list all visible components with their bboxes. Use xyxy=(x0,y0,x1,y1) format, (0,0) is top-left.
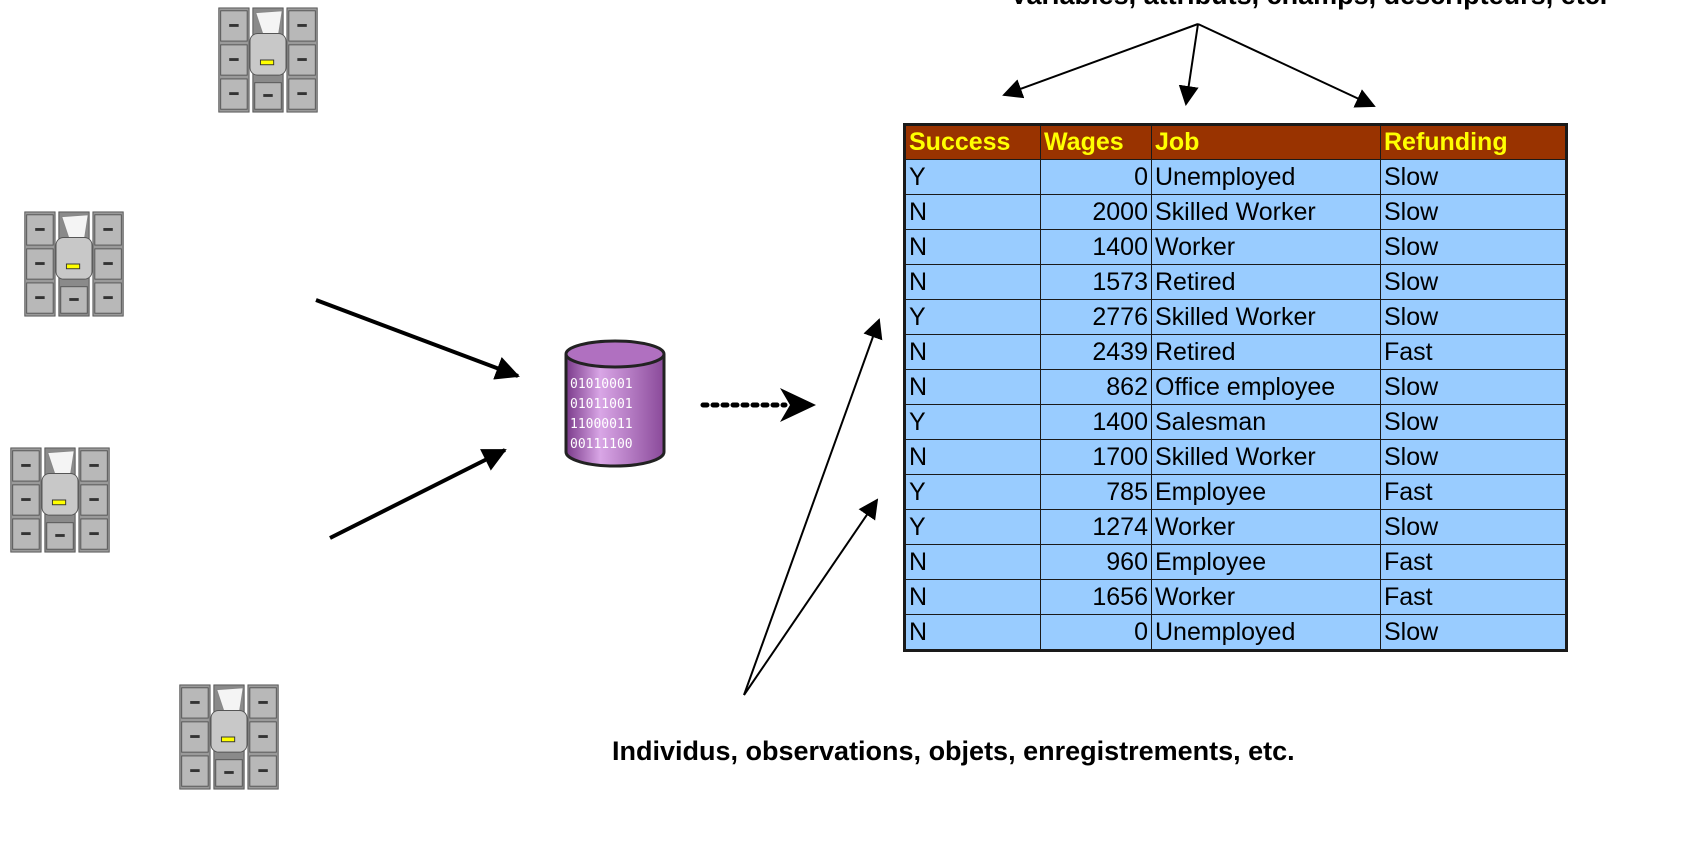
cell-wages: 862 xyxy=(1040,369,1152,405)
cell-success: N xyxy=(904,229,1041,265)
filing-cabinet-icon xyxy=(218,7,318,113)
arrow-cabinet-to-db-1 xyxy=(315,298,520,380)
arrow-cabinet-to-db-2 xyxy=(329,448,507,540)
cell-job: Unemployed xyxy=(1151,159,1381,195)
cell-wages: 0 xyxy=(1040,159,1152,195)
cell-success: Y xyxy=(904,404,1041,440)
arrow-variables-1 xyxy=(1002,23,1199,99)
arrow-individus-2 xyxy=(743,498,879,696)
cell-wages: 2000 xyxy=(1040,194,1152,230)
cell-success: N xyxy=(904,334,1041,370)
column-header-refunding: Refunding xyxy=(1380,124,1567,160)
cell-wages: 0 xyxy=(1040,614,1152,651)
cell-refunding: Slow xyxy=(1380,264,1567,300)
cell-refunding: Slow xyxy=(1380,439,1567,475)
cell-refunding: Slow xyxy=(1380,369,1567,405)
cell-wages: 1400 xyxy=(1040,404,1152,440)
cell-wages: 2439 xyxy=(1040,334,1152,370)
cell-job: Worker xyxy=(1151,509,1381,545)
variables-caption: Variables, attributs, champs, descripteu… xyxy=(1010,0,1607,11)
arrow-individus-1 xyxy=(743,318,883,696)
cell-success: Y xyxy=(904,474,1041,510)
cell-refunding: Fast xyxy=(1380,334,1567,370)
cell-success: N xyxy=(904,579,1041,615)
cell-job: Skilled Worker xyxy=(1151,439,1381,475)
cell-job: Retired xyxy=(1151,264,1381,300)
column-header-success: Success xyxy=(904,124,1041,160)
cell-wages: 2776 xyxy=(1040,299,1152,335)
filing-cabinet-icon xyxy=(179,684,279,790)
cell-job: Skilled Worker xyxy=(1151,194,1381,230)
cell-success: N xyxy=(904,614,1041,651)
cell-refunding: Slow xyxy=(1380,299,1567,335)
arrow-variables-3 xyxy=(1197,23,1376,108)
filing-cabinet-icon xyxy=(24,211,124,317)
cell-job: Retired xyxy=(1151,334,1381,370)
individus-caption: Individus, observations, objets, enregis… xyxy=(612,736,1295,766)
cell-refunding: Slow xyxy=(1380,229,1567,265)
cell-job: Employee xyxy=(1151,474,1381,510)
db-bits-line-1: 01010001 xyxy=(570,377,633,392)
cell-refunding: Fast xyxy=(1380,544,1567,580)
cell-job: Worker xyxy=(1151,579,1381,615)
db-bits-line-3: 11000011 xyxy=(570,417,633,432)
cell-success: Y xyxy=(904,299,1041,335)
cell-refunding: Slow xyxy=(1380,614,1567,651)
cell-wages: 1400 xyxy=(1040,229,1152,265)
cell-success: N xyxy=(904,544,1041,580)
cell-success: Y xyxy=(904,159,1041,195)
cell-wages: 1274 xyxy=(1040,509,1152,545)
cell-success: N xyxy=(904,194,1041,230)
table-header-row: Success Wages Job Refunding xyxy=(904,124,1567,160)
column-header-job: Job xyxy=(1151,124,1381,160)
arrow-variables-2 xyxy=(1178,23,1199,106)
cell-wages: 785 xyxy=(1040,474,1152,510)
cell-refunding: Fast xyxy=(1380,579,1567,615)
db-bits-line-2: 01011001 xyxy=(570,397,633,412)
arrowhead-db-to-table xyxy=(780,388,816,422)
cell-refunding: Slow xyxy=(1380,509,1567,545)
cell-job: Skilled Worker xyxy=(1151,299,1381,335)
cell-success: N xyxy=(904,439,1041,475)
cell-job: Employee xyxy=(1151,544,1381,580)
database-cylinder-icon: 01010001 01011001 11000011 00111100 xyxy=(564,339,666,468)
cell-wages: 1573 xyxy=(1040,264,1152,300)
cell-success: Y xyxy=(904,509,1041,545)
cell-refunding: Fast xyxy=(1380,474,1567,510)
cell-success: N xyxy=(904,264,1041,300)
db-bits-line-4: 00111100 xyxy=(570,437,633,452)
cell-wages: 960 xyxy=(1040,544,1152,580)
cell-refunding: Slow xyxy=(1380,159,1567,195)
cell-success: N xyxy=(904,369,1041,405)
column-header-wages: Wages xyxy=(1040,124,1152,160)
cell-refunding: Slow xyxy=(1380,404,1567,440)
filing-cabinet-icon xyxy=(10,447,110,553)
cell-wages: 1700 xyxy=(1040,439,1152,475)
cell-job: Unemployed xyxy=(1151,614,1381,651)
cell-job: Worker xyxy=(1151,229,1381,265)
cell-job: Salesman xyxy=(1151,404,1381,440)
cell-job: Office employee xyxy=(1151,369,1381,405)
cell-wages: 1656 xyxy=(1040,579,1152,615)
cell-refunding: Slow xyxy=(1380,194,1567,230)
